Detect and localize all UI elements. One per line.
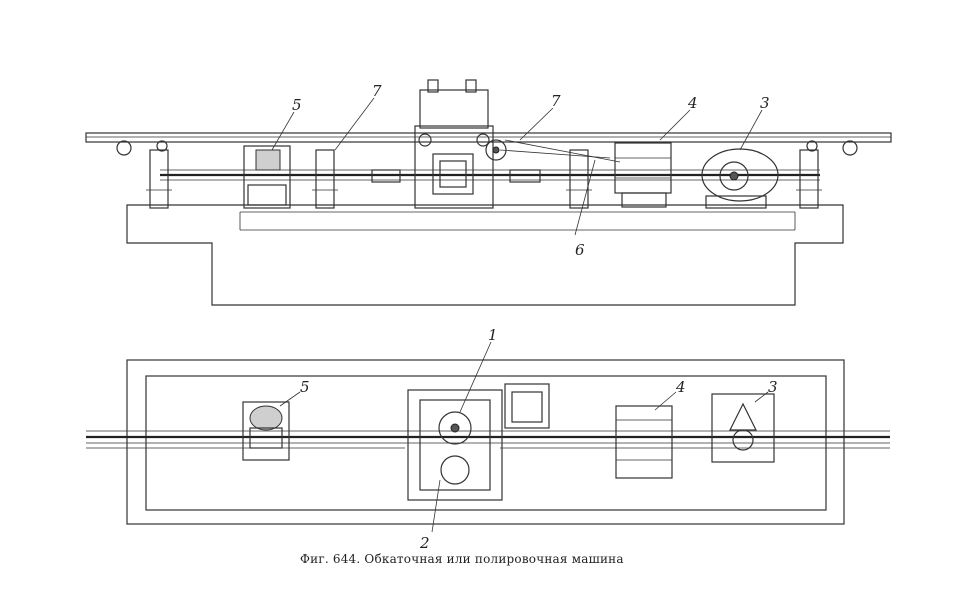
central-head [414, 79, 507, 209]
callout-6-side: 6 [575, 241, 585, 259]
callout-5-plan: 5 [300, 378, 310, 396]
side-unit-4 [614, 142, 672, 208]
plan-leaders [279, 341, 769, 533]
side-leaders [271, 97, 763, 151]
callout-1-plan: 1 [488, 326, 498, 344]
callout-2-plan: 2 [419, 534, 430, 552]
support-columns [146, 149, 822, 209]
callout-4-plan: 4 [675, 378, 686, 396]
callout-7-side-left: 7 [372, 82, 382, 100]
foundation [126, 204, 844, 306]
callout-5-side: 5 [292, 96, 302, 114]
linkages [371, 139, 621, 236]
plan-shaft [86, 430, 890, 449]
plan-central-unit [407, 383, 550, 501]
plan-unit-4 [615, 405, 673, 479]
callout-3-plan: 3 [768, 378, 778, 396]
side-view: 5 7 7 4 3 6 [85, 79, 892, 306]
callout-7-side-right: 7 [551, 92, 561, 110]
plan-view: 1 2 5 4 3 [86, 326, 890, 552]
figure-caption: Фиг. 644. Обкаточная или полировочная ма… [300, 552, 624, 566]
callout-4-side: 4 [687, 94, 698, 112]
plan-unit-5 [242, 401, 290, 461]
side-unit-5 [243, 145, 291, 209]
plan-unit-3 [711, 393, 775, 463]
side-unit-3 [701, 148, 779, 209]
callout-3-side: 3 [760, 94, 770, 112]
